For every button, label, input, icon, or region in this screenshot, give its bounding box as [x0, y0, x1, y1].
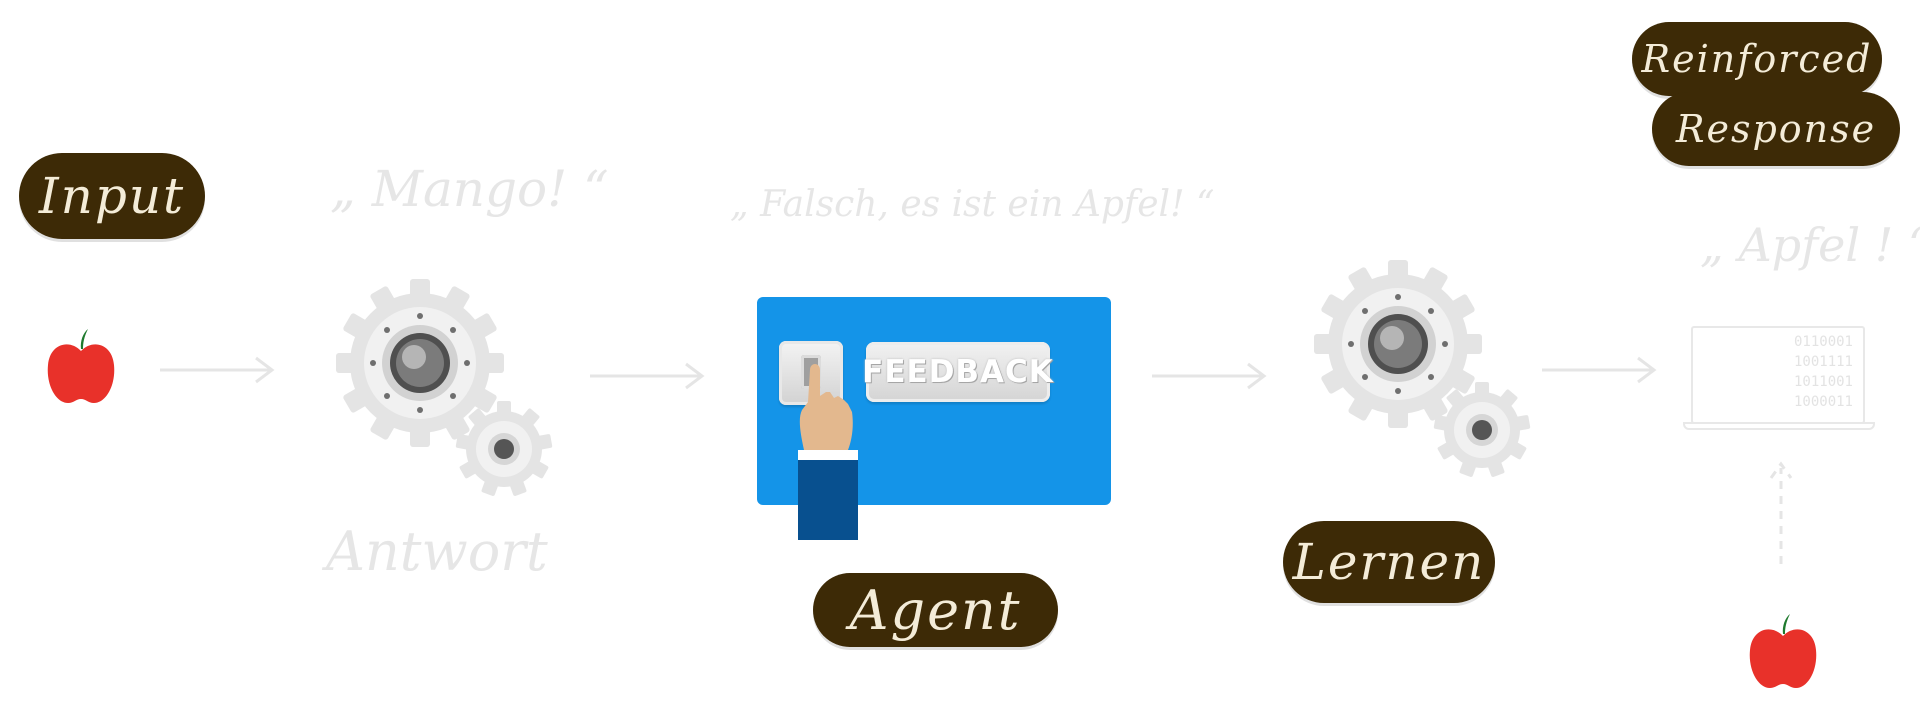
correction-text: „ Falsch, es ist ein Apfel! “	[730, 184, 1215, 225]
input-label-text: Input	[38, 167, 186, 225]
agent-gears-icon	[336, 279, 553, 496]
reinforced-label: Reinforced	[1632, 22, 1882, 96]
arrow-gears-to-feedback-icon	[590, 362, 705, 390]
binary-line: 1000011	[1793, 394, 1853, 410]
binary-line: 1011001	[1793, 374, 1853, 390]
learning-gears-icon	[1314, 260, 1531, 477]
pressing-hand-icon	[798, 364, 858, 540]
laptop-base	[1683, 422, 1875, 430]
feedback-button[interactable]: FEEDBACK	[862, 342, 1053, 402]
laptop-icon: 0110001 1001111 1011001 1000011	[1683, 322, 1875, 430]
reinforced-label-line2: Response	[1675, 107, 1877, 151]
arrow-learn-to-response-icon	[1542, 356, 1657, 384]
arrow-input-to-agent-icon	[160, 356, 275, 384]
apfel-answer-text: „ Apfel ! “	[1700, 218, 1920, 272]
learn-label: Lernen	[1283, 521, 1495, 603]
binary-line: 0110001	[1793, 334, 1853, 350]
apple-input-icon	[47, 329, 115, 403]
apple-response-icon	[1749, 614, 1817, 688]
agent-label-text: Agent	[849, 578, 1022, 642]
feedback-button-label: FEEDBACK	[862, 354, 1054, 390]
arrow-apple-to-laptop-icon	[1769, 461, 1793, 564]
arrow-feedback-to-learn-icon	[1152, 362, 1267, 390]
antwort-text: Antwort	[326, 520, 548, 583]
mango-answer-text: „ Mango! “	[330, 160, 609, 218]
learn-label-text: Lernen	[1292, 533, 1486, 591]
laptop-screen: 0110001 1001111 1011001 1000011	[1691, 326, 1865, 424]
reinforced-label-line1: Reinforced	[1641, 37, 1873, 81]
binary-line: 1001111	[1793, 354, 1853, 370]
response-label: Response	[1652, 92, 1900, 166]
input-label: Input	[19, 153, 205, 239]
agent-label: Agent	[813, 573, 1058, 647]
binary-code: 0110001 1001111 1011001 1000011	[1794, 332, 1853, 412]
